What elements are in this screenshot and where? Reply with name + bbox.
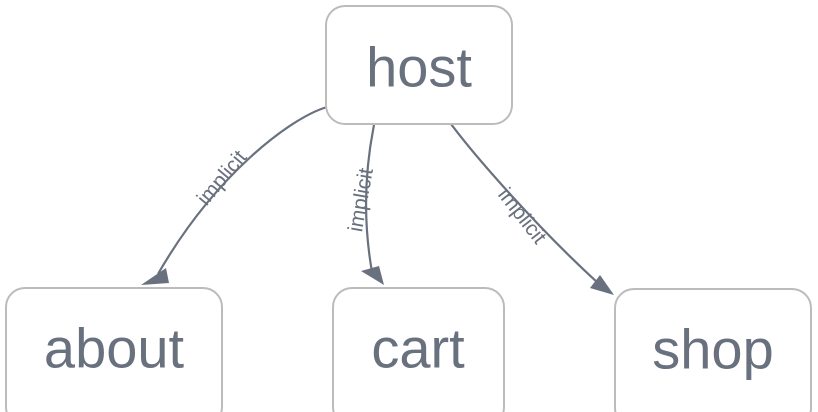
edge-host-about[interactable]: implicit [141,105,328,285]
node-shop[interactable]: shop [614,288,812,412]
node-host-box [325,5,513,125]
edge-host-shop[interactable]: implicit [450,123,614,295]
node-host[interactable]: host [325,5,513,125]
node-cart[interactable]: cart [332,287,505,412]
node-cart-label: cart [371,317,465,380]
node-shop-box [614,288,812,412]
edge-host-shop-arrowhead [590,275,614,295]
edge-host-shop-path [450,123,599,284]
edge-host-about-arrowhead [141,268,169,285]
node-about[interactable]: about [5,287,223,412]
node-about-label: about [44,317,185,380]
edge-host-cart-label: implicit [344,166,378,233]
edge-host-shop-label: implicit [493,184,551,249]
node-cart-box [332,287,505,412]
node-host-label: host [366,36,472,99]
edge-host-about-path [157,105,328,275]
edge-host-cart[interactable]: implicit [344,124,384,285]
edge-host-cart-arrowhead [361,266,384,285]
edge-host-cart-path [365,124,376,273]
node-about-box [5,287,223,412]
node-shop-label: shop [652,318,773,381]
edge-host-about-label: implicit [193,146,252,210]
